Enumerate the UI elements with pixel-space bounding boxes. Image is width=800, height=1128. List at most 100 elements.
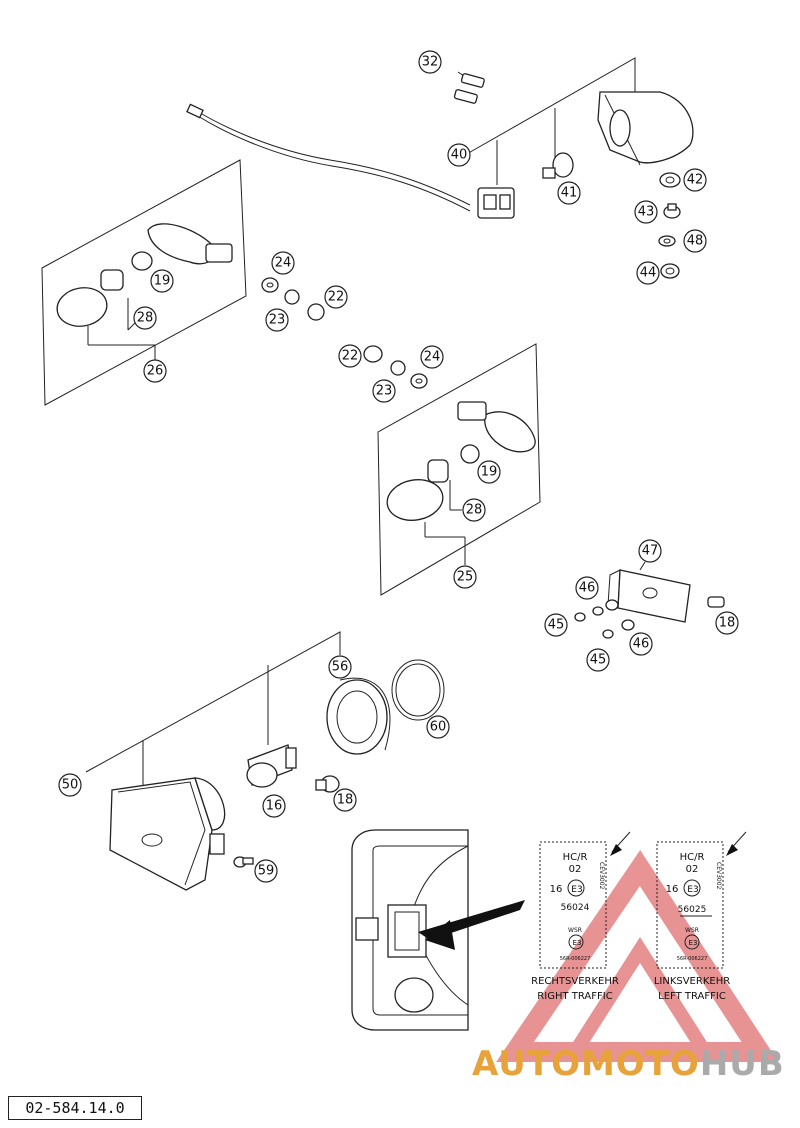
callout-23-upper: 23	[265, 308, 289, 332]
callout-47: 47	[638, 539, 662, 563]
callout-42: 42	[683, 168, 707, 192]
svg-text:46: 46	[633, 637, 650, 652]
svg-text:40: 40	[451, 148, 468, 163]
watermark-logo	[496, 849, 779, 1062]
callout-46-lower: 46	[629, 632, 653, 656]
callout-23-lower: 23	[372, 379, 396, 403]
fuse-icon	[453, 73, 485, 104]
callout-56: 56	[328, 655, 352, 679]
label-16-right: 16	[666, 884, 679, 895]
svg-text:45: 45	[590, 653, 607, 668]
label-hcr-left: HC/R	[563, 852, 588, 863]
mounting-hardware-lower	[363, 345, 428, 389]
callout-45-lower: 45	[586, 648, 610, 672]
callout-24-upper: 24	[271, 251, 295, 275]
label-hcr-right: HC/R	[680, 852, 705, 863]
h4-bulb-icon	[246, 744, 297, 788]
headlight-assembly	[85, 631, 445, 891]
svg-text:25: 25	[457, 570, 474, 585]
label-wsr-right: WSR	[685, 927, 699, 934]
svg-text:41: 41	[561, 186, 578, 201]
bolt-icon	[663, 203, 681, 219]
document-number: 02-584.14.0	[8, 1096, 142, 1120]
callout-28-lower: 28	[462, 498, 486, 522]
svg-text:23: 23	[269, 313, 286, 328]
label-02-left: 02	[569, 864, 582, 875]
label-code-left: 56024	[561, 903, 590, 913]
callout-45-upper: 45	[544, 613, 568, 637]
license-plate-light-assembly	[574, 561, 725, 639]
label-e3b-left: E3	[573, 939, 582, 947]
mounting-hardware-upper	[261, 277, 325, 321]
callout-43: 43	[634, 200, 658, 224]
washer-icon	[658, 235, 676, 247]
nut-icon	[660, 263, 680, 279]
label-side-left: CEV3002	[598, 862, 605, 890]
svg-text:42: 42	[687, 173, 704, 188]
watermark-text-part1: AUTOMOTO	[472, 1044, 700, 1084]
label-02-right: 02	[686, 864, 699, 875]
label-16-left: 16	[550, 884, 563, 895]
traffic-adjustment-inset	[351, 829, 525, 1031]
label-de-right: LINKSVERKEHR	[654, 976, 730, 987]
svg-text:22: 22	[342, 349, 359, 364]
callout-60: 60	[426, 715, 450, 739]
label-cert-left: 56R-006227	[560, 956, 591, 962]
label-card-right-traffic	[539, 831, 631, 969]
label-en-left: RIGHT TRAFFIC	[537, 991, 612, 1002]
callout-24-lower: 24	[420, 345, 444, 369]
callout-32: 32	[418, 50, 442, 74]
svg-text:32: 32	[422, 55, 439, 70]
rear-wiring-group	[186, 57, 694, 279]
svg-text:22: 22	[328, 290, 345, 305]
svg-text:23: 23	[376, 384, 393, 399]
bulb-icon	[542, 152, 574, 179]
label-cert-right: 56R-006227	[677, 956, 708, 962]
label-de-left: RECHTSVERKEHR	[531, 976, 619, 987]
headlight-rim-icon	[326, 677, 391, 755]
parking-bulb-icon	[315, 775, 340, 793]
callout-28-upper: 28	[133, 306, 157, 330]
svg-text:43: 43	[638, 205, 655, 220]
callout-41: 41	[557, 181, 581, 205]
watermark-text-part2: HUB	[699, 1044, 785, 1084]
svg-text:19: 19	[154, 274, 171, 289]
callout-46-upper: 46	[575, 576, 599, 600]
label-card-left-traffic	[656, 831, 747, 969]
callout-26: 26	[143, 359, 167, 383]
svg-text:48: 48	[687, 234, 704, 249]
connector-icon	[477, 187, 515, 219]
label-wsr-left: WSR	[568, 927, 582, 934]
tail-light-housing-icon	[597, 91, 694, 166]
callout-50: 50	[58, 773, 82, 797]
label-en-right: LEFT TRAFFIC	[658, 991, 726, 1002]
svg-text:28: 28	[137, 311, 154, 326]
svg-text:60: 60	[430, 720, 447, 735]
svg-text:56: 56	[332, 660, 349, 675]
svg-text:46: 46	[579, 581, 596, 596]
callout-19-upper: 19	[150, 269, 174, 293]
callout-19-lower: 19	[477, 460, 501, 484]
svg-text:28: 28	[466, 503, 483, 518]
svg-text:16: 16	[266, 799, 283, 814]
callout-22-upper: 22	[324, 285, 348, 309]
callout-48: 48	[683, 229, 707, 253]
callout-59: 59	[254, 859, 278, 883]
turn-signal-assembly-right	[377, 343, 541, 596]
svg-text:24: 24	[275, 256, 292, 271]
svg-text:59: 59	[258, 864, 275, 879]
callout-40: 40	[447, 143, 471, 167]
o-ring-icon	[391, 659, 445, 721]
svg-text:18: 18	[337, 793, 354, 808]
watermark-text: AUTOMOTOHUB	[472, 1044, 785, 1084]
svg-text:44: 44	[640, 266, 657, 281]
label-side-right: CEV3002	[715, 862, 722, 890]
svg-text:50: 50	[62, 778, 79, 793]
nut-icon	[659, 172, 681, 188]
svg-text:18: 18	[719, 616, 736, 631]
svg-text:47: 47	[642, 544, 659, 559]
callout-16: 16	[262, 794, 286, 818]
label-e3-left: E3	[571, 885, 582, 895]
callout-18-lower: 18	[333, 788, 357, 812]
